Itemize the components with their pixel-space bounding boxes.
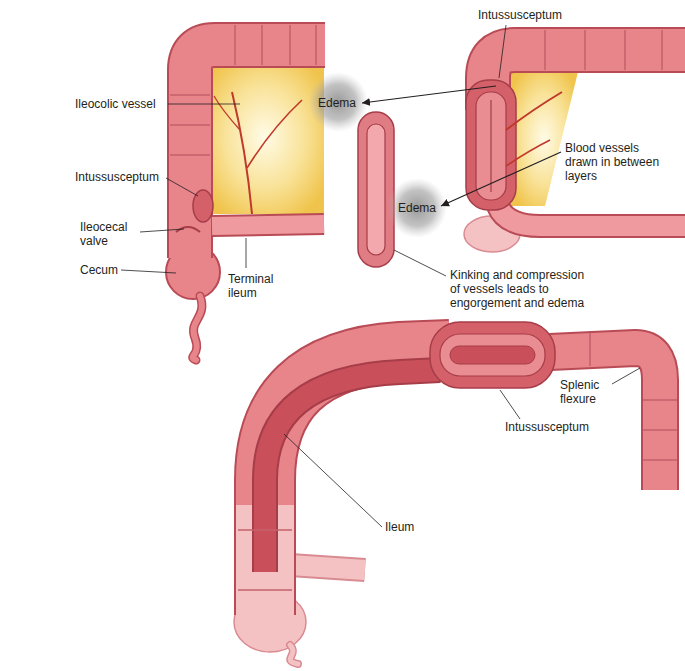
part-label: Cecum (80, 263, 118, 277)
haustra (170, 25, 316, 155)
part-label: Ileocolic vessel (75, 97, 156, 111)
ileum (265, 370, 440, 572)
colon (190, 45, 325, 258)
figure-splenic (234, 322, 677, 664)
terminal-ileum (290, 565, 365, 570)
terminal-ileum (290, 565, 365, 570)
edema-label: Edema (318, 96, 356, 110)
part-label: Intussusceptum (505, 420, 589, 434)
colon (550, 348, 660, 490)
edema-halo (387, 178, 447, 238)
arrow (362, 86, 496, 103)
vessel (506, 140, 550, 166)
terminal-ileum (212, 224, 324, 226)
part-label: Splenic flexure (560, 378, 620, 406)
appendix (290, 645, 298, 664)
part-label: Terminal ileum (228, 272, 286, 300)
leader-lines (394, 25, 506, 276)
appendix (193, 296, 202, 360)
note-label: Kinking and compression of vessels leads… (450, 268, 590, 310)
figure-edema (308, 25, 685, 276)
appendix (290, 645, 298, 664)
intussusceptum-layer (450, 346, 535, 364)
intussusceptum-layer (440, 334, 545, 376)
colon (550, 348, 660, 490)
bowel-wall-section (358, 112, 394, 267)
part-label: Ileum (385, 520, 414, 534)
arrow (441, 152, 561, 206)
bowel-wall-layer (367, 124, 385, 255)
mesenteric-fat (510, 72, 578, 206)
appendix (193, 296, 202, 360)
vessel (232, 92, 252, 214)
ileum (498, 206, 685, 226)
edema-halo (308, 72, 368, 132)
haustra (238, 333, 677, 590)
colon (488, 50, 685, 110)
ileum (498, 206, 685, 226)
leader-lines (284, 368, 640, 527)
note-label: Blood vessels drawn in between layers (565, 141, 673, 183)
part-label: Ileocecal valve (80, 220, 142, 248)
ileum (265, 370, 440, 572)
edema-label: Edema (398, 201, 436, 215)
lumen (490, 100, 491, 192)
haustra (545, 30, 662, 70)
part-label: Intussusceptum (478, 8, 562, 22)
figure-ileocecal (121, 25, 325, 360)
terminal-ileum (212, 224, 324, 226)
vessel (214, 96, 240, 130)
colon (265, 350, 450, 615)
intussusceptum (466, 80, 516, 210)
part-label: Intussusceptum (75, 170, 159, 184)
vessel (247, 100, 302, 168)
colon (488, 50, 685, 110)
mesenteric-fat (205, 60, 324, 214)
vessel (506, 92, 562, 130)
colon (265, 350, 450, 615)
colon (190, 45, 325, 258)
leader-lines (121, 104, 246, 273)
intussusceptum (430, 322, 555, 388)
